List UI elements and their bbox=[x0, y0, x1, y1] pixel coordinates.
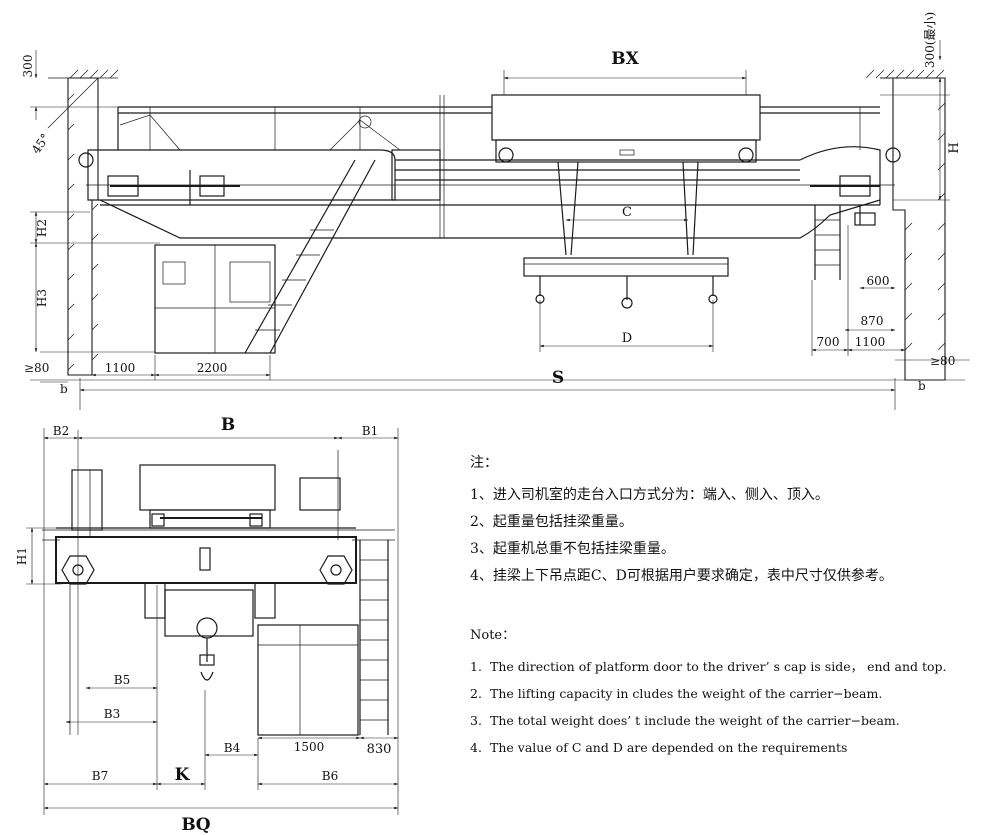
note-en-3: 3.The total weight does’ t include the w… bbox=[470, 713, 900, 728]
label-b3: B3 bbox=[104, 707, 120, 721]
elevation-dimensions bbox=[30, 40, 970, 410]
side-view-dimensions bbox=[26, 428, 399, 815]
label-ge80-right: ≥80 bbox=[930, 354, 955, 368]
label-b6: B6 bbox=[322, 769, 338, 783]
label-b5: B5 bbox=[114, 673, 130, 687]
label-b: B bbox=[221, 415, 235, 435]
note-en-1: 1.The direction of platform door to the … bbox=[470, 659, 947, 674]
note-en-2: 2.The lifting capacity in cludes the wei… bbox=[470, 686, 883, 701]
label-b2: B2 bbox=[53, 424, 69, 438]
label-bq: BQ bbox=[181, 815, 210, 835]
label-h2: H2 bbox=[35, 219, 49, 237]
label-700: 700 bbox=[817, 335, 840, 349]
label-600: 600 bbox=[867, 274, 890, 288]
label-h3: H3 bbox=[35, 289, 49, 307]
label-h: H bbox=[947, 142, 962, 153]
label-1100-right: 1100 bbox=[855, 335, 886, 349]
label-ge80-left: ≥80 bbox=[24, 361, 49, 375]
label-b4: B4 bbox=[224, 741, 241, 755]
travel-mechanism bbox=[107, 170, 880, 226]
label-c: C bbox=[622, 205, 632, 220]
note-cn-4: 4、挂梁上下吊点距C、D可根据用户要求确定，表中尺寸仅供参考。 bbox=[470, 568, 893, 584]
label-s: S bbox=[552, 368, 564, 388]
side-view: B B2 B1 H1 B5 B3 B4 1500 830 B7 K B6 BQ bbox=[15, 415, 399, 835]
right-ladder bbox=[814, 205, 841, 280]
right-building-column bbox=[865, 69, 946, 381]
left-building-column bbox=[47, 69, 119, 376]
label-b1: B1 bbox=[362, 424, 378, 438]
label-d: D bbox=[622, 331, 632, 346]
notes-title-en: Note： bbox=[470, 628, 516, 643]
label-b-left: b bbox=[60, 382, 68, 396]
label-b7: B7 bbox=[92, 769, 108, 783]
label-830: 830 bbox=[367, 742, 392, 757]
label-870: 870 bbox=[861, 314, 884, 328]
side-view-labels: B B2 B1 H1 B5 B3 B4 1500 830 B7 K B6 BQ bbox=[15, 415, 391, 835]
label-bx: BX bbox=[611, 49, 639, 69]
label-1100-left: 1100 bbox=[105, 361, 136, 375]
label-h1: H1 bbox=[15, 547, 29, 565]
notes-title-cn: 注： bbox=[470, 455, 498, 471]
label-b-right: b bbox=[918, 379, 926, 393]
note-cn-3: 3、起重机总重不包括挂梁重量。 bbox=[470, 541, 675, 557]
trolley bbox=[491, 94, 761, 309]
elevation-view: BX C D S H H2 H3 300 300(最小) 45° ≥80 ≥80… bbox=[21, 12, 970, 410]
label-300-min-right: 300(最小) bbox=[923, 12, 937, 68]
bridge-girder bbox=[78, 95, 901, 239]
operator-cab bbox=[154, 159, 376, 354]
note-en-4: 4.The value of C and D are depended on t… bbox=[470, 740, 848, 755]
label-angle: 45° bbox=[29, 131, 53, 156]
notes-panel: 注： 1、进入司机室的走台入口方式分为：端入、侧入、顶入。 2、起重量包括挂梁重… bbox=[470, 452, 975, 761]
label-1500: 1500 bbox=[294, 740, 325, 754]
note-cn-1: 1、进入司机室的走台入口方式分为：端入、侧入、顶入。 bbox=[470, 487, 829, 503]
label-300-left: 300 bbox=[21, 55, 35, 78]
label-2200: 2200 bbox=[197, 361, 228, 375]
side-view-structure bbox=[42, 450, 395, 736]
elevation-labels: BX C D S H H2 H3 300 300(最小) 45° ≥80 ≥80… bbox=[21, 12, 962, 396]
note-cn-2: 2、起重量包括挂梁重量。 bbox=[470, 514, 633, 530]
label-k: K bbox=[175, 765, 191, 785]
